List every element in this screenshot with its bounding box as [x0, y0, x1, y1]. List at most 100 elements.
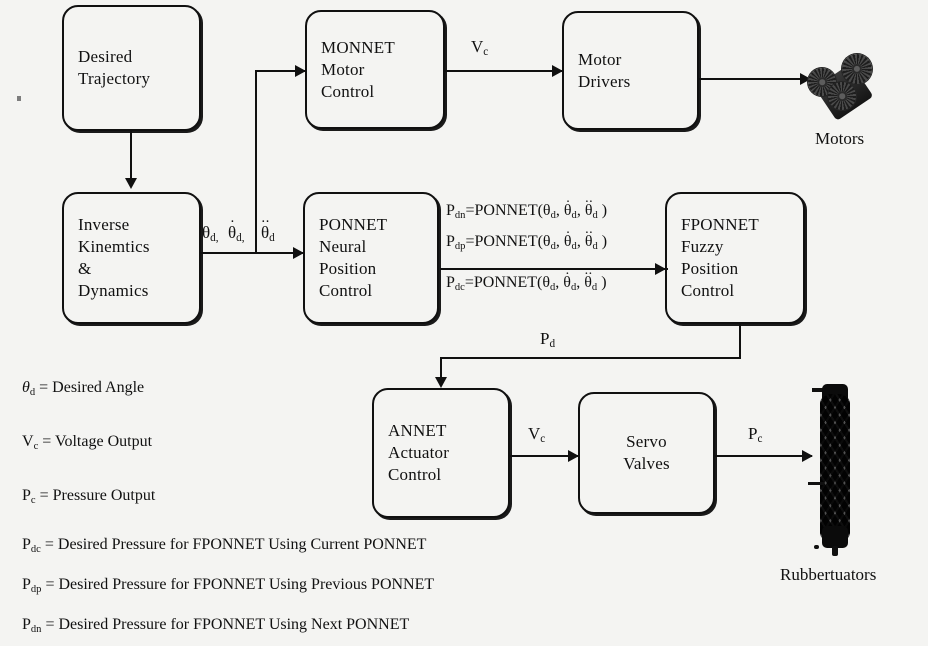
eq-pdc-close: )	[601, 274, 607, 291]
arrowhead-servo-valves-in	[568, 450, 579, 462]
theta-ddot-d-dots: ··	[260, 214, 270, 231]
legend-theta-d-def: = Desired Angle	[39, 379, 145, 396]
block-ponnet-label: PONNET Neural Position Control	[319, 214, 388, 301]
legend-pc: Pc = Pressure Output	[22, 487, 155, 507]
eq-pdn-a0-sub: d	[550, 209, 556, 221]
arrowhead-motors-in	[800, 73, 811, 85]
legend-pc-sub: c	[30, 494, 36, 506]
legend-pdc-sub: dc	[30, 543, 41, 555]
block-fponnet[interactable]: FPONNET Fuzzy Position Control	[665, 192, 805, 324]
signal-label-theta-d: θd,	[202, 223, 219, 245]
block-desired-trajectory[interactable]: Desired Trajectory	[62, 5, 201, 131]
block-ponnet[interactable]: PONNET Neural Position Control	[303, 192, 439, 324]
block-servo-valves[interactable]: Servo Valves	[578, 392, 715, 514]
eq-pdn-lhs: P	[446, 202, 455, 219]
eq-pdp-fn: PONNET(	[474, 233, 543, 250]
connector-pd-horizontal	[440, 357, 741, 359]
theta-d-sub: d,	[210, 232, 219, 245]
eq-pdc-a2-sub: d	[591, 281, 598, 293]
signal-label-theta-ddot-d: ··θd	[261, 215, 275, 245]
eq-pdp-a2-sym: θ	[584, 233, 593, 250]
block-servo-valves-label: Servo Valves	[623, 431, 670, 473]
rubbertuators-label: Rubbertuators	[780, 565, 877, 584]
eq-pdp-a0-sub: d	[550, 240, 556, 252]
eq-pdp-a1-sep: ,	[576, 233, 585, 250]
rubbertuator-icon	[808, 376, 858, 561]
signal-pd-sym: P	[540, 329, 550, 348]
signal-label-theta-dot-d: ·θd,	[228, 215, 245, 245]
legend-pdp-sub: dp	[30, 583, 42, 595]
block-motor-drivers[interactable]: Motor Drivers	[562, 11, 699, 130]
equation-pdn: Pdn=PONNET(θd, ·θd, ··θd )	[446, 194, 608, 221]
eq-pdc-a1-sub: d	[570, 281, 577, 293]
eq-pdp-a1-sym: θ	[563, 233, 572, 250]
arrowhead-annet-in	[435, 377, 447, 388]
eq-pdc-a0-sub: d	[550, 281, 556, 293]
eq-pdc-a0-sym: θ	[542, 274, 551, 291]
legend-pdc: Pdc = Desired Pressure for FPONNET Using…	[22, 536, 426, 556]
legend-vc-def: = Voltage Output	[42, 433, 153, 450]
eq-pdp-a1-sub: d	[571, 240, 577, 252]
legend-pdc-def: = Desired Pressure for FPONNET Using Cur…	[44, 536, 427, 553]
eq-pdp-a2-sub: d	[592, 240, 598, 252]
legend-pdp-def: = Desired Pressure for FPONNET Using Pre…	[45, 576, 435, 593]
rubbertuator-braid	[820, 394, 850, 542]
legend-vc-sub: c	[33, 440, 39, 452]
theta-dot-d-sym: θ	[228, 223, 237, 242]
connector-branch-to-monnet	[255, 70, 306, 72]
block-annet-label: ANNET Actuator Control	[388, 420, 450, 485]
eq-pdc-a0-sep: ,	[555, 274, 564, 291]
block-motor-drivers-label: Motor Drivers	[578, 49, 631, 91]
eq-pdc-equals: =	[464, 274, 474, 291]
eq-pdn-a2-sym: θ	[584, 202, 593, 219]
eq-pdn-a1-sub: d	[571, 209, 577, 221]
legend-pdn-sub: dn	[30, 623, 42, 635]
theta-ddot-d-sub: d	[269, 232, 275, 245]
eq-pdc-lhs-sub: dc	[454, 281, 465, 293]
eq-pdc-a1-sym: θ	[563, 274, 571, 291]
motors-label: Motors	[815, 129, 865, 148]
eq-pdp-a1-dots: ·	[565, 224, 571, 240]
eq-pdn-lhs-sub: dn	[454, 209, 466, 221]
legend-theta-d: θd = Desired Angle	[22, 379, 144, 399]
eq-pdp-lhs: P	[446, 233, 455, 250]
block-desired-trajectory-label: Desired Trajectory	[78, 46, 151, 88]
signal-label-vc-motor: Vc	[471, 37, 488, 58]
arrowhead-monnet-in	[295, 65, 306, 77]
arrowhead-fponnet-in	[655, 263, 666, 275]
signal-vc-actuator-sub: c	[540, 433, 546, 446]
signal-label-vc-actuator: Vc	[528, 424, 546, 446]
legend-pc-def: = Pressure Output	[39, 487, 156, 504]
eq-pdp-equals: =	[465, 233, 475, 250]
connector-annet-to-servo	[510, 455, 580, 457]
eq-pdn-fn: PONNET(	[474, 202, 543, 219]
rubbertuator-bottom-cap	[822, 526, 848, 548]
block-fponnet-label: FPONNET Fuzzy Position Control	[681, 214, 759, 301]
connector-pd-down-to-annet	[440, 357, 442, 383]
eq-pdc-fn: PONNET(	[473, 274, 543, 291]
arrowhead-kinematics-in	[125, 178, 137, 189]
block-inverse-kinematics[interactable]: Inverse Kinemtics & Dynamics	[62, 192, 201, 324]
eq-pdn-a0-sym: θ	[542, 202, 551, 219]
signal-vc-motor-sym: V	[471, 37, 484, 56]
block-monnet-label: MONNET Motor Control	[321, 37, 395, 101]
eq-pdn-equals: =	[465, 202, 475, 219]
legend-pdp-sym: P	[22, 576, 31, 593]
equation-pdc: Pdc=PONNET(θd, ·θd, ··θd )	[446, 266, 607, 293]
eq-pdc-a1-dots: ·	[565, 265, 570, 281]
block-monnet[interactable]: MONNET Motor Control	[305, 10, 445, 129]
connector-drivers-to-motors	[699, 78, 811, 80]
eq-pdp-lhs-sub: dp	[454, 240, 466, 252]
rubbertuator-top-port	[812, 388, 830, 392]
theta-d-sym: θ	[202, 223, 211, 242]
theta-dot-d-sub: d,	[236, 232, 245, 245]
connector-ponnet-to-fponnet	[440, 268, 668, 270]
gear-icon	[828, 82, 856, 110]
signal-label-pd: Pd	[540, 329, 555, 350]
eq-pdn-a1-dots: ·	[565, 193, 571, 209]
equation-pdp: Pdp=PONNET(θd, ·θd, ··θd )	[446, 225, 607, 252]
block-annet[interactable]: ANNET Actuator Control	[372, 388, 510, 518]
eq-pdn-close: )	[601, 202, 608, 219]
arrowhead-motor-drivers-in	[552, 65, 563, 77]
eq-pdn-a2-sub: d	[592, 209, 598, 221]
